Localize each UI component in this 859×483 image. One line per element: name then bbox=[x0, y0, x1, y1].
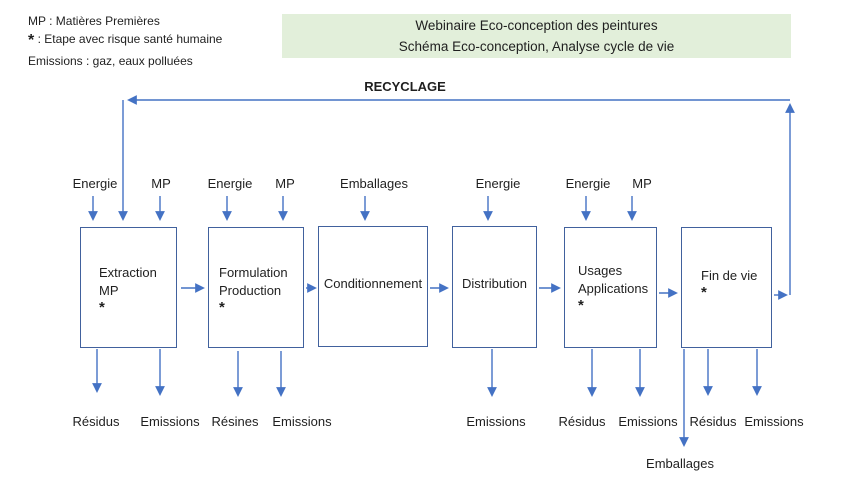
risk-asterisk: * bbox=[99, 299, 105, 316]
output-label-emissions-extraction: Emissions bbox=[140, 414, 200, 429]
stage-label: Distribution bbox=[461, 276, 528, 291]
stage-label: Conditionnement bbox=[323, 276, 423, 291]
stage-label: Usages Applications * bbox=[578, 263, 649, 314]
input-label-energie-distribution: Energie bbox=[475, 176, 521, 191]
input-label-mp-usages: MP bbox=[632, 176, 652, 191]
stage-box-extraction-mp: Extraction MP * bbox=[80, 227, 177, 348]
output-label-emissions-findevie: Emissions bbox=[744, 414, 804, 429]
stage-label: Formulation Production * bbox=[219, 265, 288, 316]
input-label-energie-extraction: Energie bbox=[72, 176, 118, 191]
title-line-1: Webinaire Eco-conception des peintures bbox=[415, 18, 658, 33]
stage-box-conditionnement: Conditionnement bbox=[318, 226, 428, 347]
recyclage-label: RECYCLAGE bbox=[364, 79, 446, 94]
stage-box-formulation-production: Formulation Production * bbox=[208, 227, 304, 348]
stage-box-fin-de-vie: Fin de vie * bbox=[681, 227, 772, 348]
input-label-emballages: Emballages bbox=[340, 176, 408, 191]
output-label-residus-extraction: Résidus bbox=[72, 414, 120, 429]
legend-star-text: : Etape avec risque santé humaine bbox=[34, 32, 223, 46]
asterisk-symbol: * bbox=[28, 32, 35, 49]
output-label-emballages-findevie: Emballages bbox=[646, 456, 714, 471]
stage-label: Extraction MP * bbox=[99, 265, 157, 316]
risk-asterisk: * bbox=[219, 299, 225, 316]
input-label-energie-usages: Energie bbox=[565, 176, 611, 191]
output-label-emissions-formulation: Emissions bbox=[272, 414, 332, 429]
output-label-emissions-distribution: Emissions bbox=[466, 414, 526, 429]
stage-label: Fin de vie * bbox=[701, 268, 758, 301]
input-label-mp-formulation: MP bbox=[275, 176, 295, 191]
title-banner: Webinaire Eco-conception des peintures S… bbox=[282, 14, 791, 58]
risk-asterisk: * bbox=[578, 297, 584, 314]
output-label-resines-formulation: Résines bbox=[211, 414, 259, 429]
legend-line-star: * : Etape avec risque santé humaine bbox=[28, 32, 223, 49]
output-label-residus-findevie: Résidus bbox=[689, 414, 737, 429]
input-label-mp-extraction: MP bbox=[151, 176, 171, 191]
risk-asterisk: * bbox=[701, 284, 707, 301]
output-label-emissions-usages: Emissions bbox=[618, 414, 678, 429]
output-label-residus-usages: Résidus bbox=[558, 414, 606, 429]
stage-box-usages-applications: Usages Applications * bbox=[564, 227, 657, 348]
input-label-energie-formulation: Energie bbox=[207, 176, 253, 191]
legend-line-emissions: Emissions : gaz, eaux polluées bbox=[28, 54, 193, 68]
title-line-2: Schéma Eco-conception, Analyse cycle de … bbox=[398, 39, 675, 54]
legend-line-mp: MP : Matières Premières bbox=[28, 14, 160, 28]
stage-box-distribution: Distribution bbox=[452, 226, 537, 348]
